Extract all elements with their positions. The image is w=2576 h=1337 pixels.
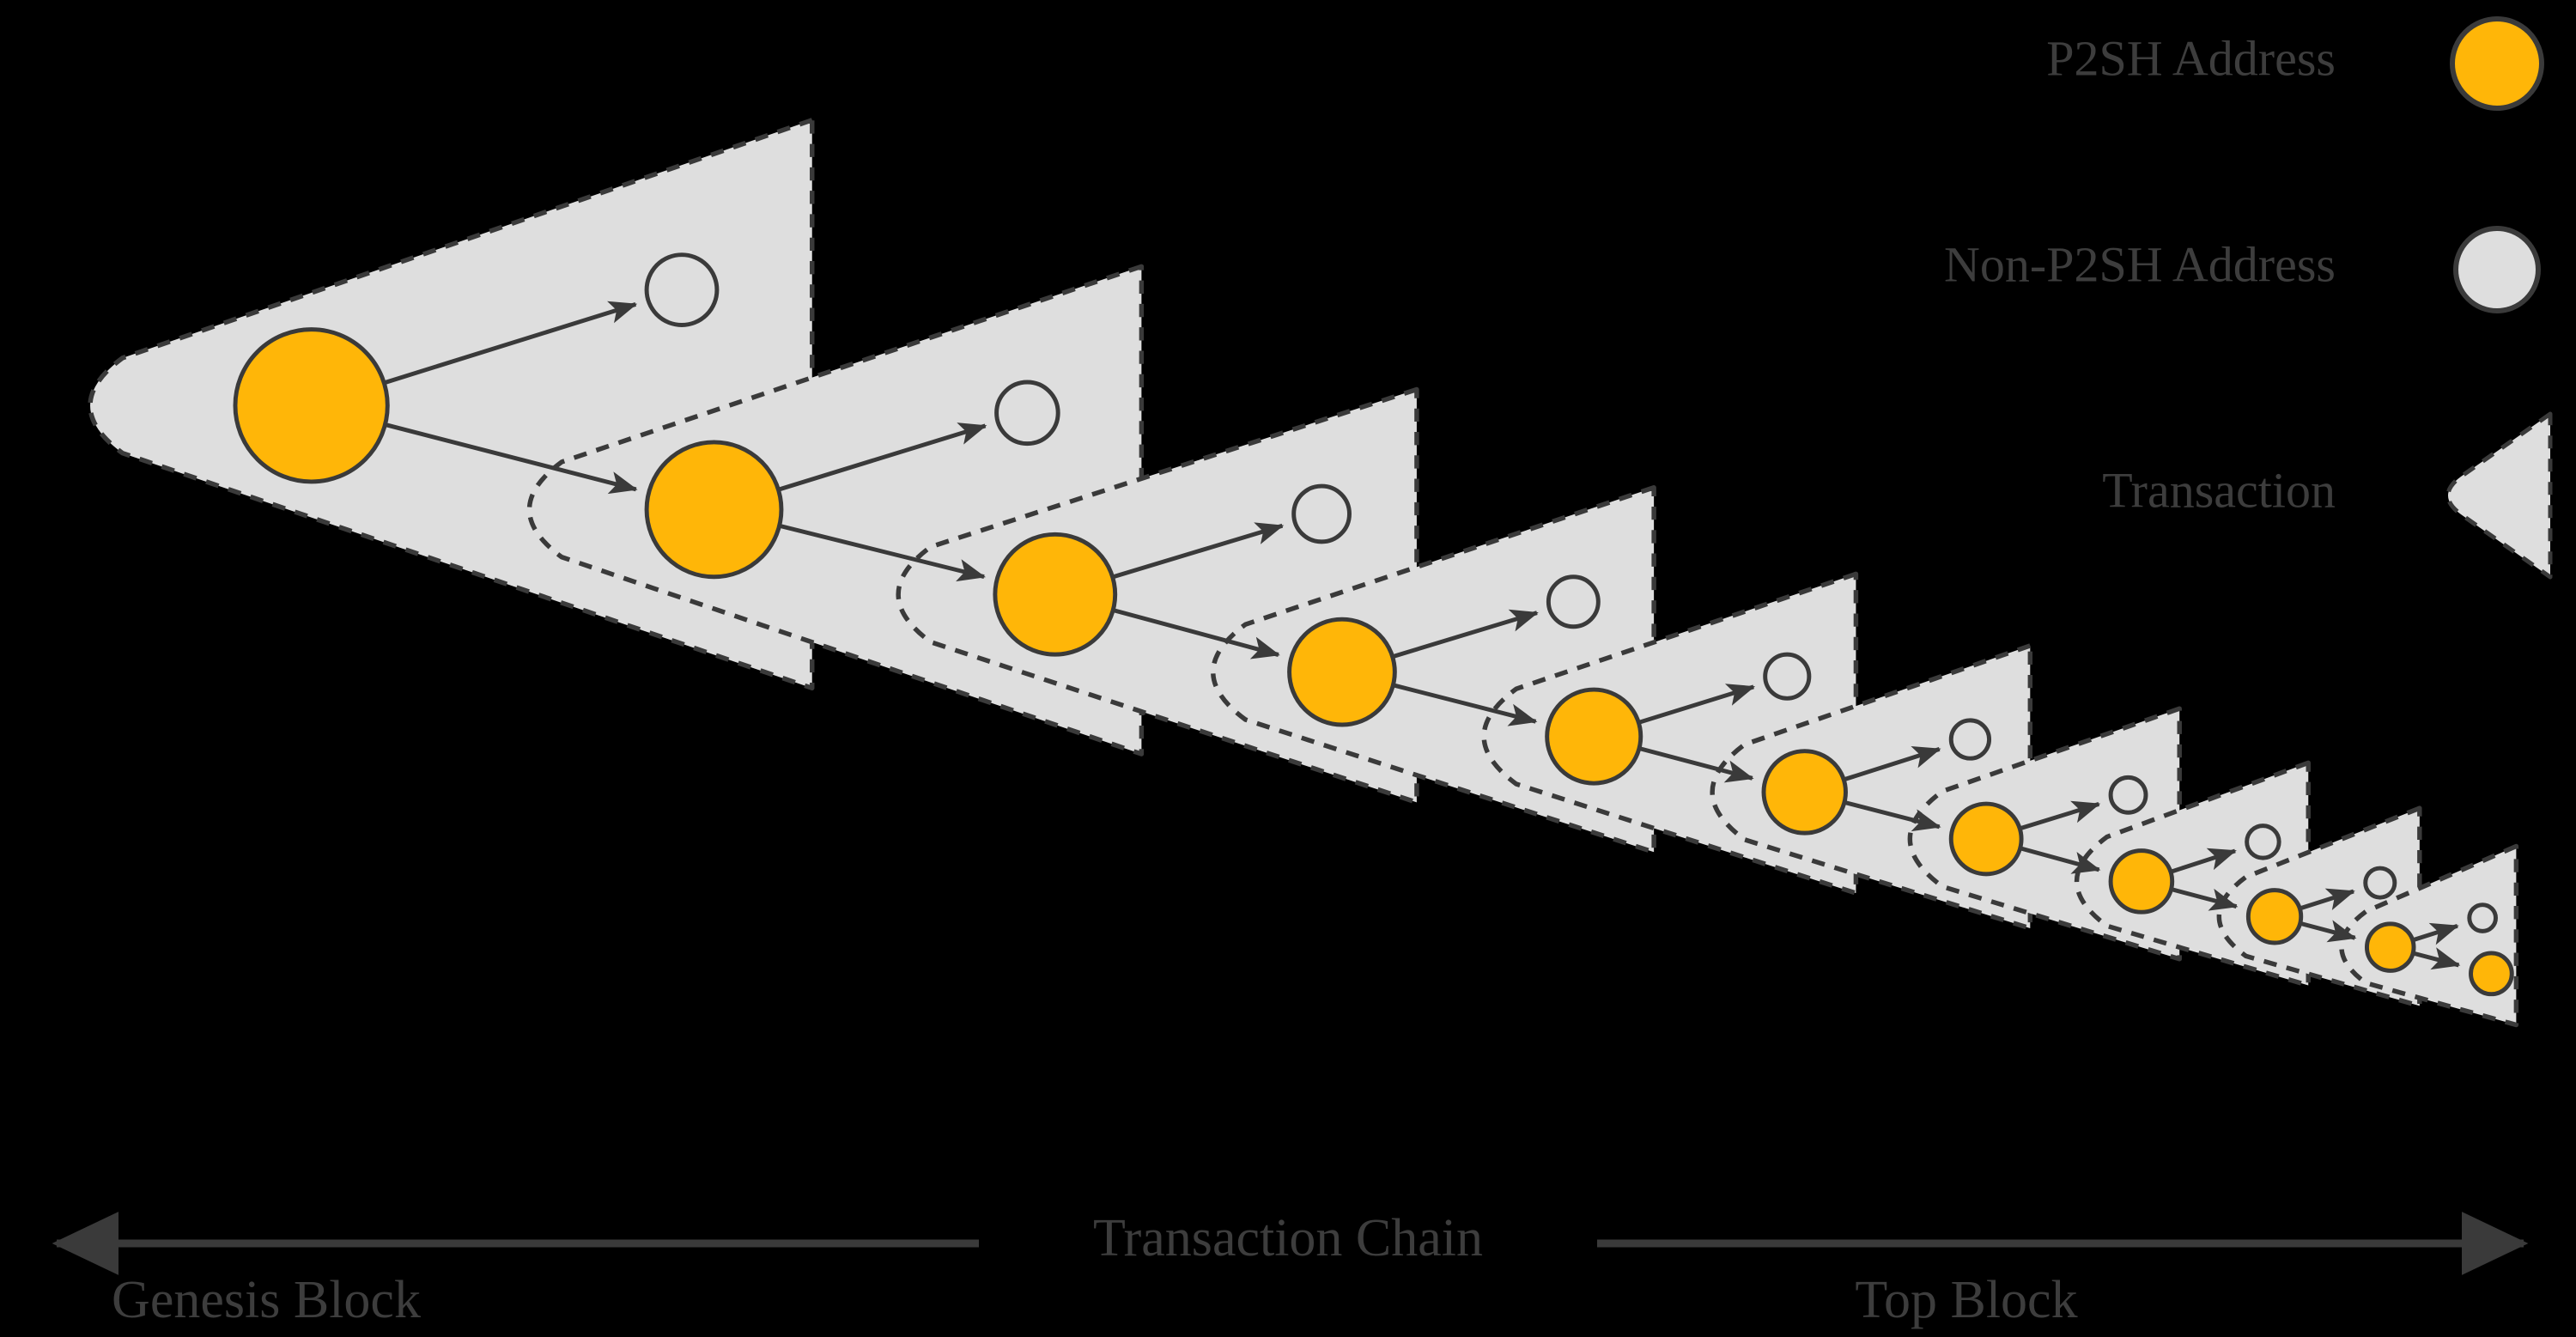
non-p2sh-address-circle[interactable] (1546, 574, 1601, 629)
transaction-contents (2019, 775, 2148, 874)
transaction-contents (2170, 823, 2281, 911)
output-arrow-p2sh (384, 422, 638, 495)
output-arrow-non-p2sh (2170, 848, 2237, 874)
output-arrow-p2sh (779, 523, 986, 582)
output-arrow-non-p2sh (1637, 684, 1756, 725)
output-arrow-non-p2sh (2411, 922, 2459, 945)
transaction-contents (1391, 574, 1601, 726)
output-arrow-p2sh (1844, 799, 1941, 832)
transaction-contents (1111, 483, 1352, 659)
legend-item[interactable]: Transaction (2102, 411, 2553, 580)
output-arrow-non-p2sh (777, 422, 987, 492)
p2sh-address-circle[interactable] (233, 327, 390, 484)
output-arrow-non-p2sh (2299, 888, 2355, 911)
output-arrow-p2sh (1392, 683, 1538, 726)
p2sh-address-circle[interactable] (1545, 687, 1643, 786)
legend-p2sh-circle-icon (2450, 16, 2544, 111)
non-p2sh-address-circle[interactable] (644, 252, 720, 327)
non-p2sh-address-circle[interactable] (1763, 652, 1812, 701)
p2sh-address-circle[interactable] (1948, 801, 2024, 877)
output-arrow-p2sh (2412, 947, 2461, 970)
output-arrow-p2sh (1638, 746, 1754, 783)
axis-label-transaction-chain: Transaction Chain (1093, 1209, 1483, 1267)
output-arrow-non-p2sh (383, 301, 638, 386)
non-p2sh-address-circle[interactable] (1291, 483, 1352, 544)
axis-label-genesis-block: Genesis Block (112, 1271, 421, 1329)
non-p2sh-address-circle[interactable] (1948, 718, 1992, 761)
legend-label: Transaction (2102, 462, 2336, 518)
output-arrow-non-p2sh (1111, 522, 1285, 580)
p2sh-address-circle[interactable] (993, 532, 1118, 657)
p2sh-address-circle-terminal[interactable] (2469, 951, 2514, 997)
p2sh-address-circle[interactable] (644, 440, 784, 580)
output-arrow-non-p2sh (1391, 609, 1539, 659)
legend-item[interactable]: Non-P2SH Address (1944, 226, 2541, 313)
transaction-contents (1637, 652, 1812, 783)
non-p2sh-address-circle[interactable] (2108, 775, 2148, 815)
output-arrow-non-p2sh (1843, 745, 1941, 782)
legend-transaction-triangle-icon (2445, 411, 2553, 580)
non-p2sh-address-circle[interactable] (994, 380, 1060, 447)
p2sh-address-circle[interactable] (1761, 749, 1848, 836)
output-arrow-p2sh (1112, 608, 1280, 659)
p2sh-address-circle[interactable] (2108, 848, 2175, 915)
legend-label: Non-P2SH Address (1944, 236, 2336, 292)
axis-label-top-block: Top Block (1855, 1271, 2077, 1329)
output-arrow-non-p2sh (2019, 800, 2101, 831)
non-p2sh-address-circle[interactable] (2363, 866, 2397, 900)
output-arrow-p2sh (2300, 920, 2357, 943)
non-p2sh-address-circle[interactable] (2467, 902, 2498, 933)
transaction-contents (2299, 866, 2397, 943)
output-arrow-p2sh (2170, 887, 2239, 911)
transaction-contents (383, 252, 720, 495)
legend-item[interactable]: P2SH Address (2046, 16, 2544, 111)
output-arrow-p2sh (2019, 846, 2101, 874)
legend-label: P2SH Address (2046, 30, 2336, 86)
p2sh-address-circle[interactable] (2364, 921, 2416, 973)
p2sh-address-circle[interactable] (2245, 888, 2304, 945)
legend-non-p2sh-circle-icon (2453, 226, 2541, 313)
transaction-chain-group (88, 118, 2519, 1028)
p2sh-address-circle[interactable] (1287, 617, 1397, 727)
transaction-contents (2411, 902, 2498, 970)
non-p2sh-address-circle[interactable] (2245, 823, 2281, 860)
transaction-contents (777, 380, 1060, 582)
transaction-contents (1843, 718, 1992, 832)
